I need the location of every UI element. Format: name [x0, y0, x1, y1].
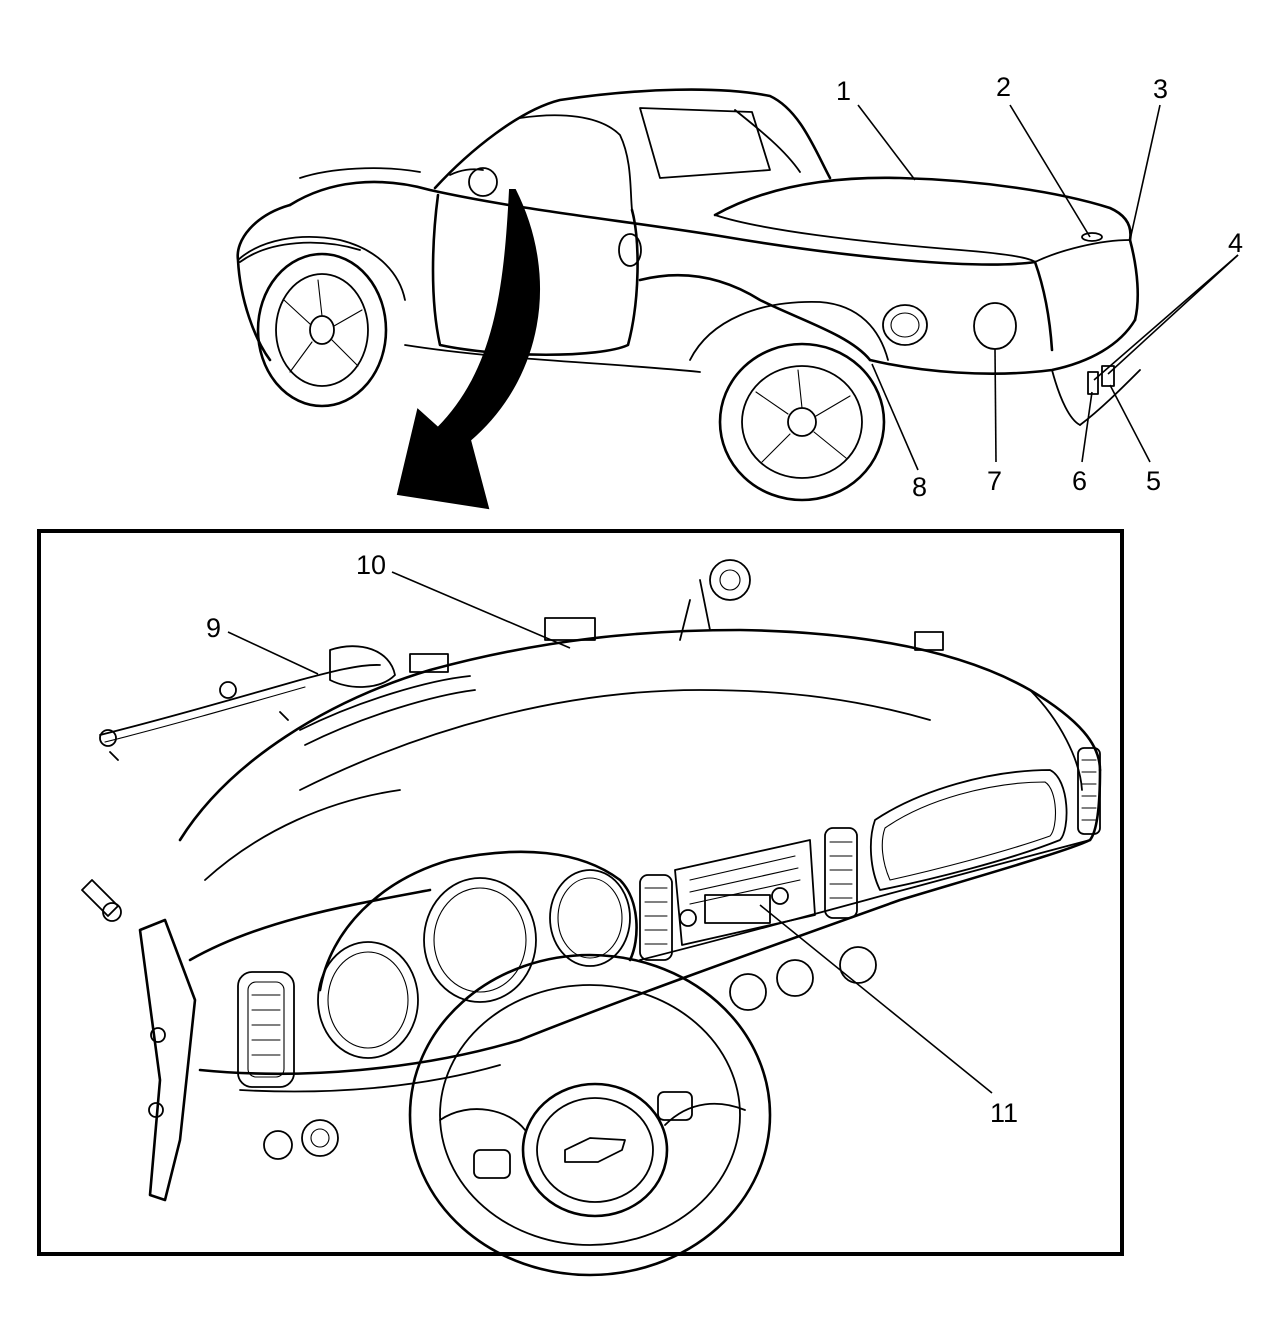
vehicle-exterior-illustration	[236, 88, 1141, 502]
leader-3	[1129, 104, 1161, 241]
instrument-panel-illustration	[81, 559, 1102, 1277]
interior-detail-frame	[37, 529, 1124, 1256]
leader-7	[994, 348, 997, 463]
view-arrow	[396, 189, 540, 510]
callout-6: 6	[1072, 466, 1087, 496]
leader-2	[1009, 104, 1091, 238]
callout-9: 9	[206, 613, 221, 643]
callout-1: 1	[836, 76, 851, 106]
callout-10: 10	[356, 550, 386, 580]
callout-5: 5	[1146, 466, 1161, 496]
callout-11: 11	[990, 1098, 1018, 1128]
callout-3: 3	[1153, 74, 1168, 104]
leader-5	[1109, 384, 1151, 463]
leader-11	[759, 904, 993, 1094]
leader-6	[1081, 391, 1093, 463]
leader-1	[857, 104, 916, 181]
callout-8: 8	[912, 472, 927, 502]
leader-9	[227, 631, 319, 675]
callout-leaders	[227, 104, 1239, 1094]
leader-4b	[1093, 254, 1239, 381]
leader-8	[871, 363, 919, 471]
leader-10	[391, 571, 571, 649]
callout-4: 4	[1228, 228, 1243, 258]
callout-2: 2	[996, 72, 1011, 102]
callout-labels: 1 2 3 4 5 6 7 8 9 10 11	[206, 72, 1243, 1128]
callout-7: 7	[987, 466, 1002, 496]
